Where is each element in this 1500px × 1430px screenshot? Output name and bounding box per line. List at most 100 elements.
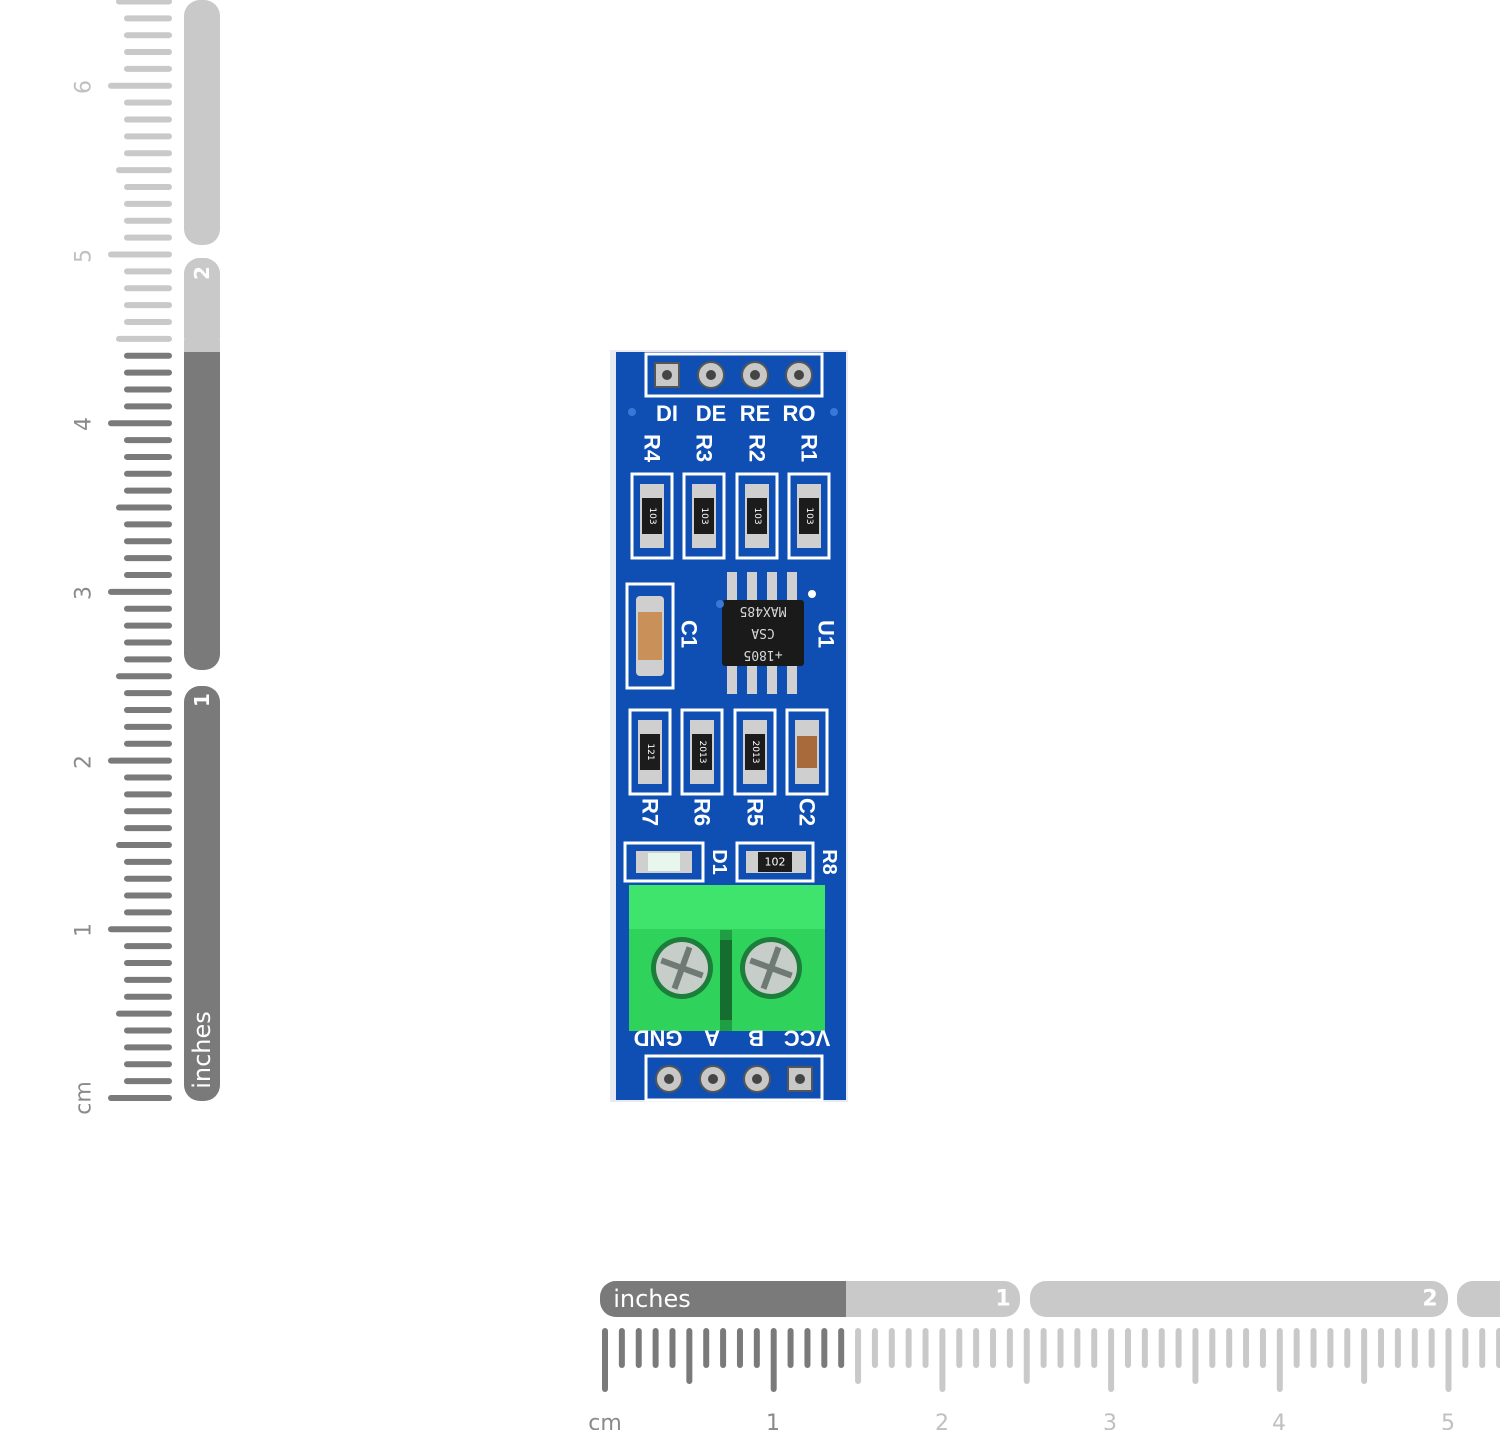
top-header-outline [644, 352, 824, 398]
ruler-tick [1124, 1328, 1131, 1368]
vertical-cm-number: 1 [72, 923, 97, 937]
ruler-tick [108, 588, 172, 595]
screw-icon [651, 937, 713, 999]
ref-r7: R7 [638, 798, 663, 826]
ruler-tick [686, 1328, 693, 1384]
vertical-ruler: 2 1 inches cm 1 2 3 4 5 6 [72, 0, 220, 1115]
ruler-tick [973, 1328, 980, 1368]
ruler-tick [720, 1328, 727, 1368]
ruler-tick [116, 673, 172, 680]
ruler-tick [124, 656, 172, 663]
ruler-tick [124, 605, 172, 612]
ruler-tick [124, 909, 172, 916]
ruler-tick [1091, 1328, 1098, 1368]
horizontal-cm-unit-label: cm [588, 1411, 622, 1430]
ruler-tick [1226, 1328, 1233, 1368]
vertical-cm-numbers: 1 2 3 4 5 6 [72, 80, 97, 937]
ruler-tick [618, 1328, 625, 1368]
ruler-tick [124, 302, 172, 309]
ruler-tick [1344, 1328, 1351, 1368]
ruler-tick [124, 858, 172, 865]
ruler-tick [1310, 1328, 1317, 1368]
ruler-tick [116, 1010, 172, 1017]
ruler-tick [1040, 1328, 1047, 1368]
vertical-cm-number: 3 [72, 586, 97, 600]
ruler-tick [1293, 1328, 1300, 1368]
horizontal-cm-number: 3 [1103, 1411, 1117, 1430]
via [628, 408, 636, 416]
ruler-tick [124, 234, 172, 241]
horizontal-ruler: inches 1 2 cm 1 2 3 4 5 [588, 1281, 1500, 1430]
ruler-tick [124, 116, 172, 123]
ruler-tick [124, 386, 172, 393]
ruler-tick [116, 504, 172, 511]
pin-pad [787, 1066, 813, 1092]
ruler-tick [990, 1328, 997, 1368]
top-resistors: 103 103 103 103 [630, 472, 831, 560]
ruler-tick [124, 184, 172, 191]
ruler-tick [116, 167, 172, 174]
horizontal-inch-bar-segment [1457, 1281, 1500, 1317]
ruler-tick [124, 521, 172, 528]
ruler-tick [124, 723, 172, 730]
ref-c2: C2 [795, 798, 820, 826]
led-d1: D1 [623, 841, 730, 883]
ruler-tick [1057, 1328, 1064, 1368]
ruler-tick [1006, 1328, 1013, 1368]
chip-u1: +1805 CSA MAX485 U1 [716, 572, 839, 694]
ruler-tick [787, 1328, 794, 1368]
ruler-tick [124, 774, 172, 781]
ruler-tick [108, 251, 172, 258]
ruler-tick [821, 1328, 828, 1368]
ruler-tick [124, 318, 172, 325]
vertical-cm-unit-label: cm [72, 1081, 97, 1115]
ruler-tick [1378, 1328, 1385, 1368]
bottom-header-pins [655, 1065, 813, 1093]
resistor-code: 102 [765, 856, 786, 869]
ruler-tick [124, 960, 172, 967]
ruler-tick [124, 943, 172, 950]
ruler-tick [124, 825, 172, 832]
pin-label-vcc: VCC [784, 1026, 831, 1051]
top-resistor-refs: R4 R3 R2 R1 [640, 434, 822, 463]
resistor-r5: 2013 [733, 708, 777, 796]
ruler-tick [669, 1328, 676, 1368]
via [830, 408, 838, 416]
ruler-tick [124, 133, 172, 140]
ruler-tick [124, 437, 172, 444]
vertical-inch-unit-label: inches [188, 1011, 216, 1089]
resistor-r1: 103 [787, 472, 831, 560]
ruler-tick [1462, 1328, 1469, 1368]
ruler-tick [124, 352, 172, 359]
ruler-tick [124, 706, 172, 713]
ruler-tick [888, 1328, 895, 1368]
ruler-tick [124, 993, 172, 1000]
ruler-tick [1141, 1328, 1148, 1368]
vertical-cm-number: 5 [72, 249, 97, 263]
ref-r5: R5 [743, 798, 768, 826]
ruler-tick [1327, 1328, 1334, 1368]
ruler-tick [116, 841, 172, 848]
horizontal-inch-unit-label: inches [613, 1285, 691, 1313]
ref-r1: R1 [797, 434, 822, 462]
ruler-tick [124, 639, 172, 646]
vertical-inch-bar-segment [184, 0, 220, 245]
ruler-tick [736, 1328, 743, 1368]
ruler-tick [1192, 1328, 1199, 1384]
ruler-tick [855, 1328, 862, 1384]
resistor-code: 121 [645, 743, 655, 760]
vertical-inch-bar-segment [184, 340, 220, 670]
ref-r3: R3 [692, 434, 717, 462]
ruler-tick [753, 1328, 760, 1368]
resistor-r7: 121 [628, 708, 672, 796]
ruler-tick [939, 1328, 946, 1392]
resistor-code: 103 [647, 507, 657, 524]
pin-label-ro: RO [783, 401, 816, 426]
bottom-header-outline [644, 1054, 824, 1102]
resistor-code: 103 [752, 507, 762, 524]
resistor-r3: 103 [682, 472, 726, 560]
ruler-tick [108, 1095, 172, 1101]
pin-label-re: RE [740, 401, 771, 426]
ruler-tick [124, 453, 172, 460]
